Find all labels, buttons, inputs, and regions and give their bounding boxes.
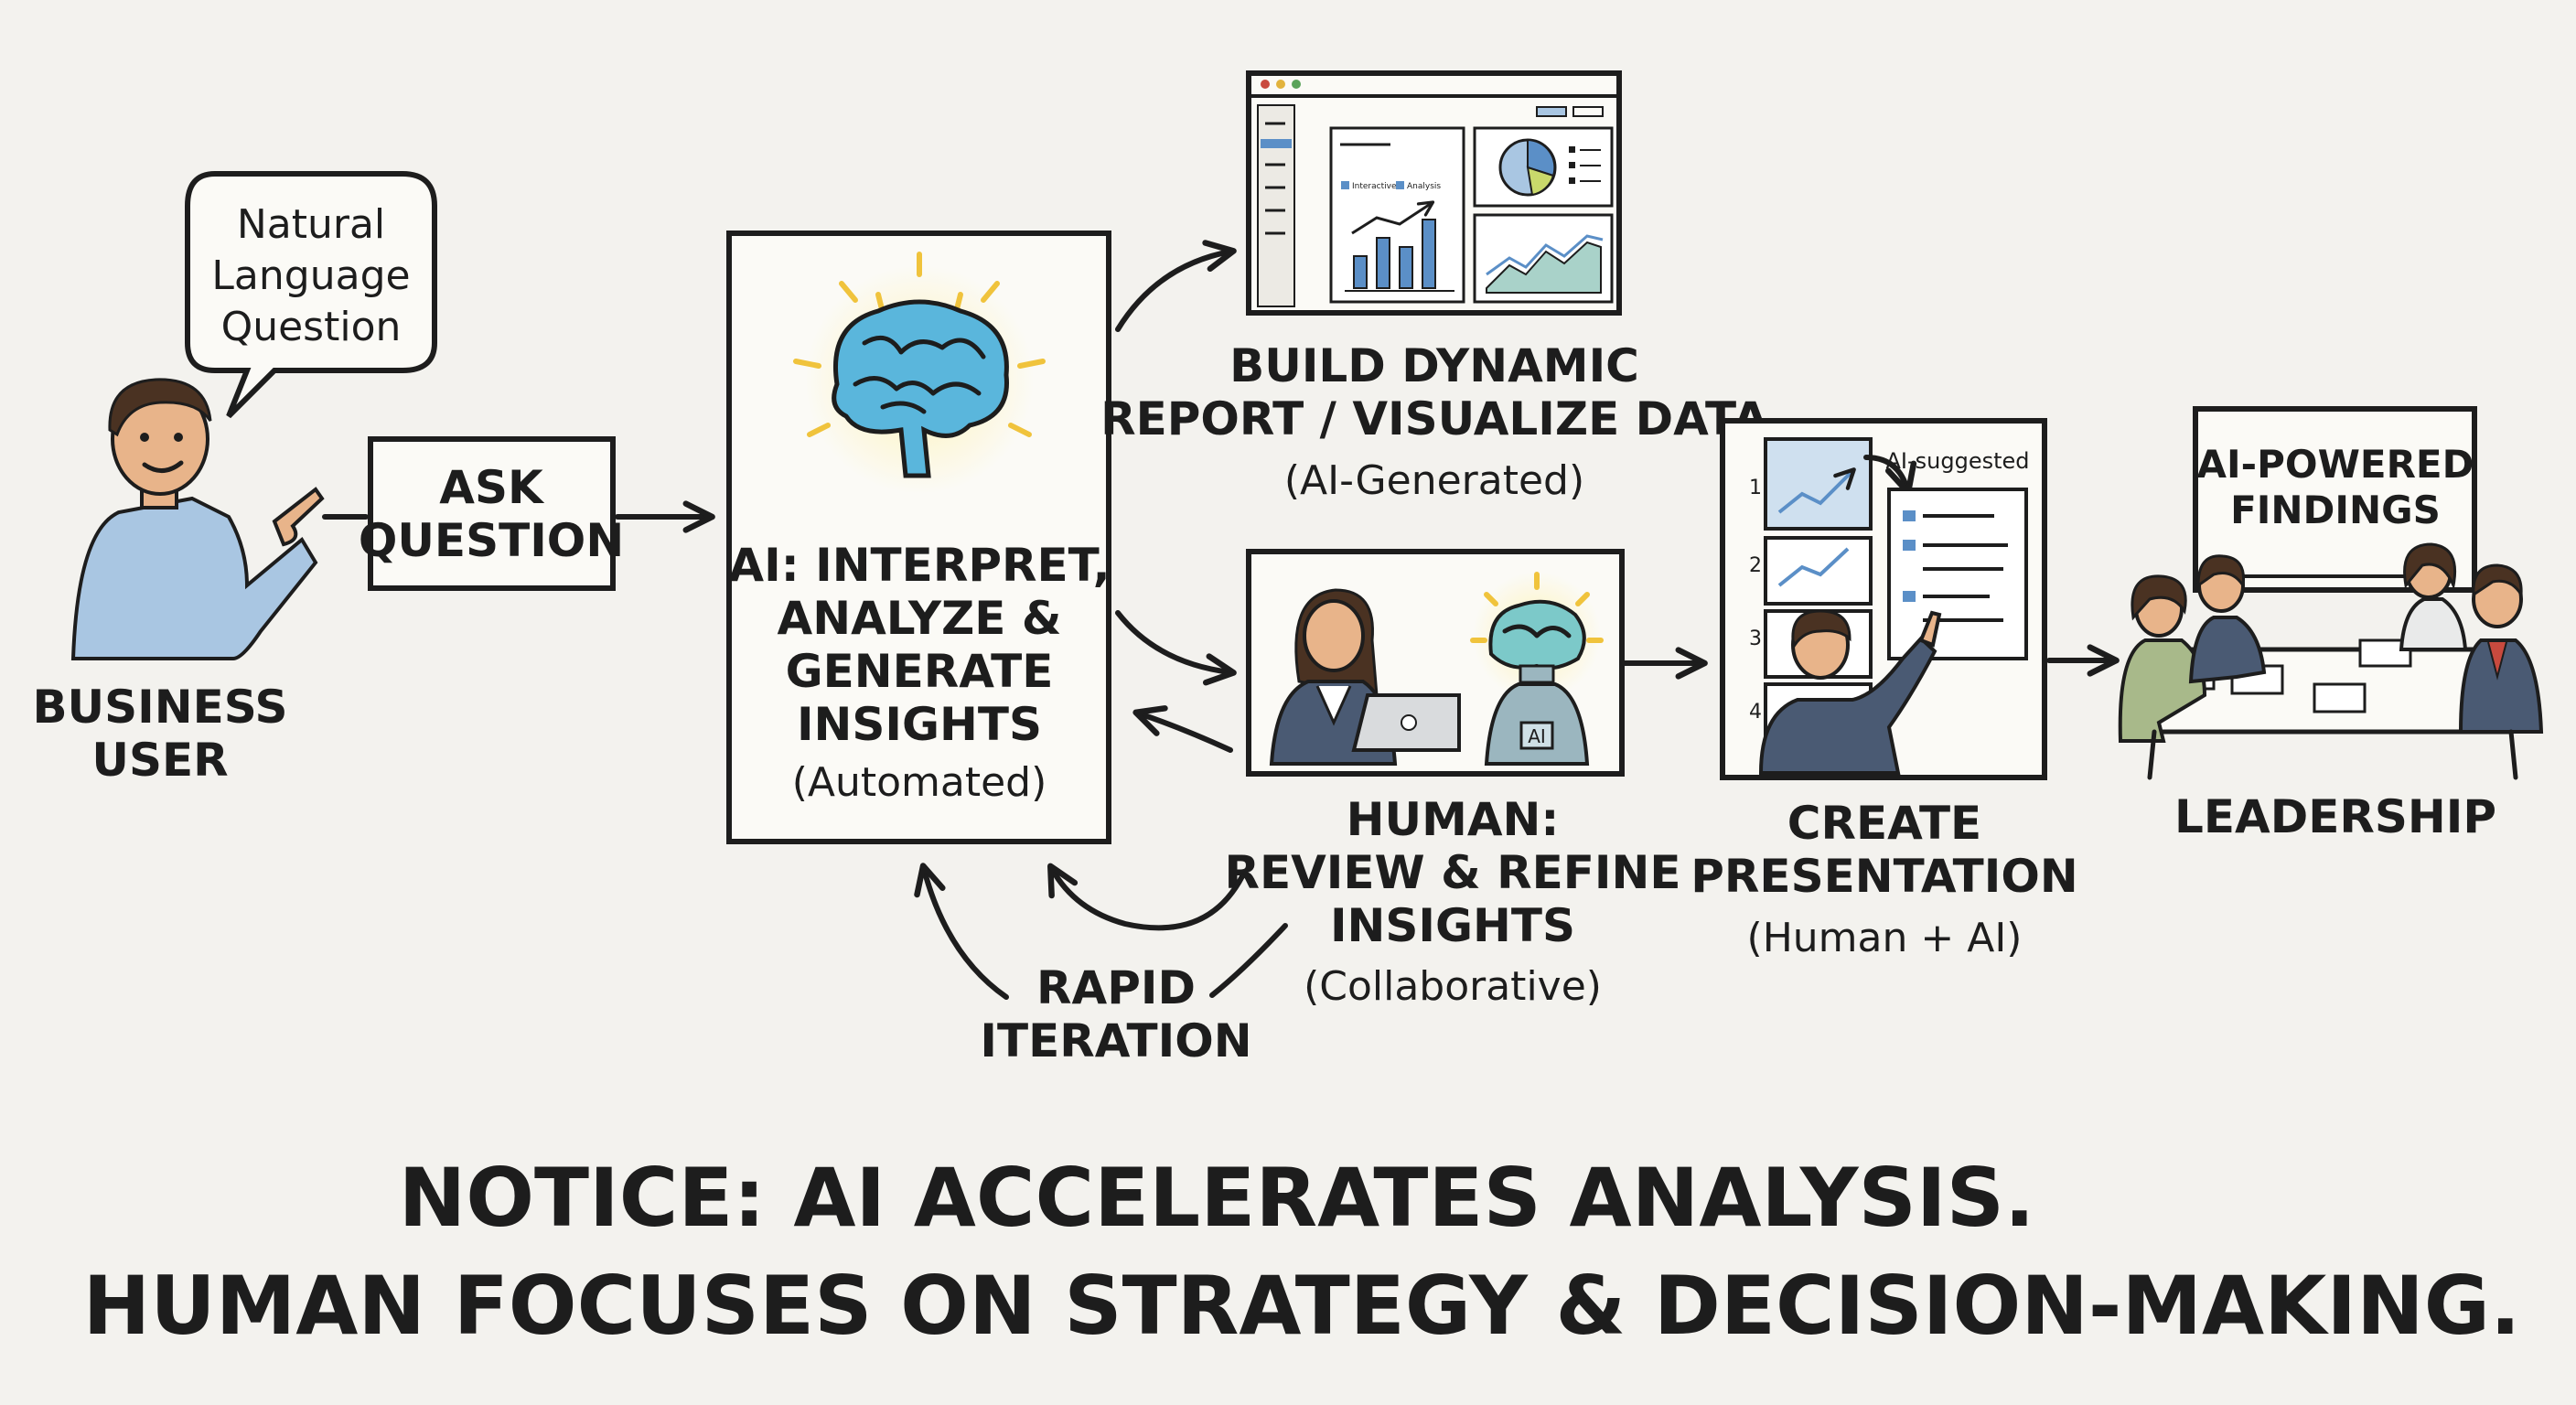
business-user-figure [70,378,325,660]
text-line: ITERATION [980,1014,1251,1067]
text-line: QUESTION [359,514,624,567]
text-line: AI: INTERPRET, [728,539,1110,592]
robot-ai-badge: AI [1528,725,1546,747]
text-line: RAPID [1036,961,1196,1014]
report-legend-1: Interactive [1352,182,1397,191]
arrow-ai-to-human [1115,610,1237,686]
arrow-human-to-ai [1132,705,1233,753]
leadership-label: LEADERSHIP [2174,790,2496,843]
arrow-iteration-inner [1047,863,1245,931]
text-line: INSIGHTS [1330,899,1575,952]
ask-question-box [368,436,616,591]
presentation-subtitle: (Human + AI) [1747,915,2023,961]
presentation-panel: 1 2 3 4 AI-suggested [1720,418,2047,780]
arrow-iteration-tail [1209,923,1288,998]
text-line: HUMAN: [1347,793,1560,846]
report-dashboard: Interactive Analysis [1246,70,1622,316]
brain-icon [793,252,1046,494]
arrow-ai-to-report [1115,240,1237,332]
slide-number-2: 2 [1749,554,1762,577]
human-review-panel: AI [1246,549,1625,777]
text-line: PRESENTATION [1690,850,2077,903]
text-line: AI-POWERED [2197,442,2474,487]
text-line: USER [91,734,228,787]
notice-line-2: HUMAN FOCUSES ON STRATEGY & DECISION-MAK… [83,1259,2521,1353]
report-legend-2: Analysis [1407,182,1441,191]
text-line: CREATE [1787,797,1981,850]
text-line: BUSINESS [32,681,287,734]
human-review-subtitle: (Collaborative) [1304,963,1602,1010]
ai-box-subtitle: (Automated) [792,759,1047,806]
notice-line-1: NOTICE: AI ACCELERATES ANALYSIS. [399,1151,2035,1245]
text-line: ASK [439,461,545,514]
slide-number-4: 4 [1749,701,1762,724]
arrow-iteration-outer [914,863,1009,1000]
text-line: REPORT / VISUALIZE DATA [1100,392,1768,445]
text-line: Natural [237,201,385,248]
slide-number-3: 3 [1749,627,1762,650]
text-line: INSIGHTS [797,698,1042,751]
text-line: Language [211,252,410,299]
text-line: REVIEW & REFINE [1224,846,1680,899]
text-line: BUILD DYNAMIC [1229,339,1639,392]
report-subtitle: (AI-Generated) [1284,457,1584,504]
text-line: FINDINGS [2230,488,2441,532]
slide-number-1: 1 [1749,477,1762,499]
text-line: GENERATE [786,645,1054,698]
text-line: ANALYZE & [778,592,1062,645]
text-line: Question [221,304,402,350]
ai-suggested-label: AI-suggested [1885,448,2029,474]
